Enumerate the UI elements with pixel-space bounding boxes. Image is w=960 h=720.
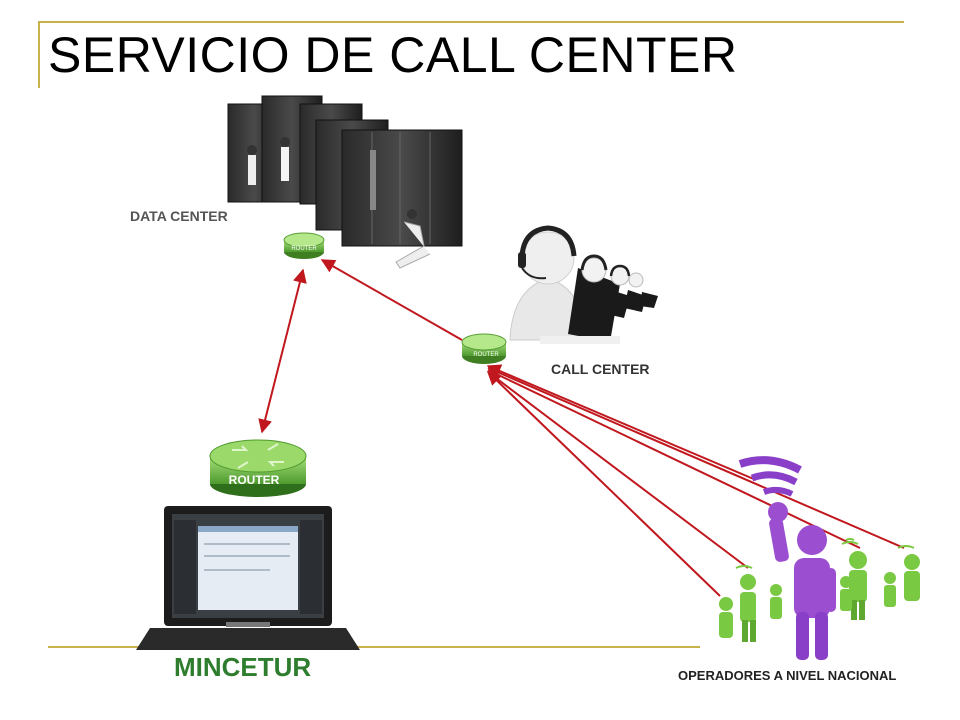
router-data-center-label: ROUTER	[291, 246, 317, 252]
link-operator-3	[487, 371, 749, 569]
operators-label: OPERADORES A NIVEL NACIONAL	[678, 668, 897, 683]
link-operator-5	[487, 367, 905, 549]
link-operator-4	[487, 369, 861, 549]
footer-rule-left	[48, 646, 152, 648]
router-call-center-label: ROUTER	[473, 352, 499, 358]
data-center-servers-image	[227, 95, 463, 269]
link-datacenter-mincetur	[258, 268, 307, 434]
router-mincetur-label: ROUTER	[229, 473, 280, 487]
call-center-label: CALL CENTER	[551, 361, 650, 377]
router-mincetur: ROUTER	[209, 439, 307, 497]
title-rule-top	[40, 21, 904, 23]
laptop-image	[136, 506, 360, 650]
footer-rule-right	[350, 646, 700, 648]
data-center-label: DATA CENTER	[130, 208, 228, 224]
link-operator-2	[486, 371, 721, 597]
network-links	[258, 259, 905, 597]
title-rule-left	[38, 21, 40, 88]
link-operator-1	[486, 364, 757, 481]
call-center-agents-image	[509, 225, 658, 344]
operators-image	[719, 456, 920, 660]
link-callcenter-datacenter	[320, 259, 463, 341]
router-data-center: ROUTER	[283, 232, 325, 259]
router-call-center: ROUTER	[461, 333, 507, 364]
page-title: SERVICIO DE CALL CENTER	[48, 27, 738, 83]
mincetur-label: MINCETUR	[174, 652, 312, 682]
